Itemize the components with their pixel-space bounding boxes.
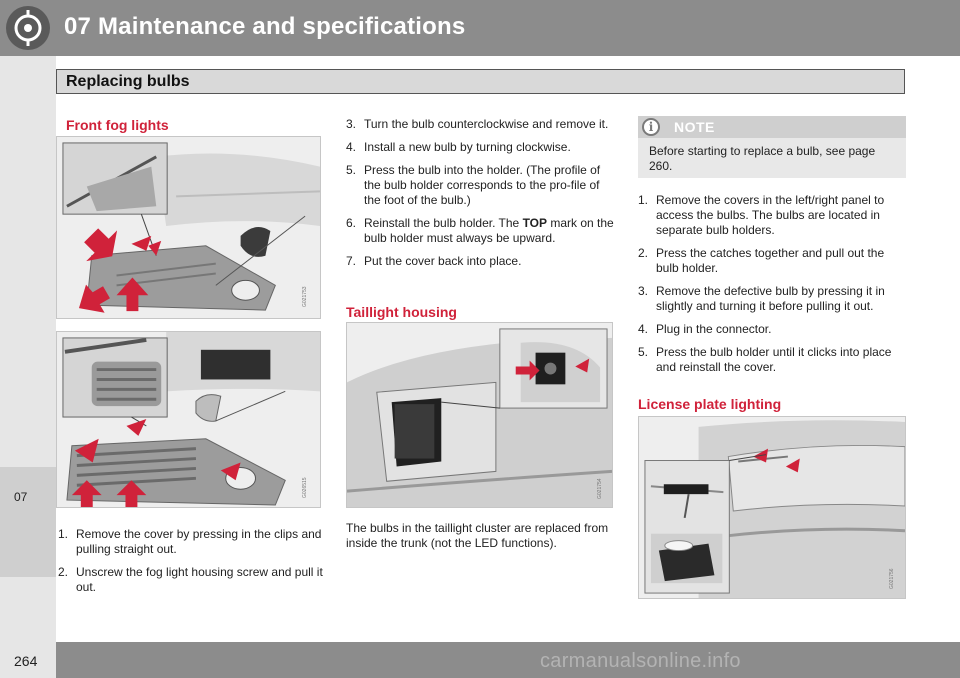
figure-code: G021754 — [597, 478, 603, 499]
chapter-tab — [0, 467, 56, 577]
note-header: i NOTE — [638, 116, 906, 138]
top-mark-label: TOP — [522, 216, 548, 230]
taillight-steps: 1.Remove the covers in the left/right pa… — [638, 193, 908, 383]
note-box: i NOTE Before starting to replace a bulb… — [638, 116, 906, 178]
watermark: carmanualsonline.info — [540, 650, 741, 672]
list-item: 3.Remove the defective bulb by pressing … — [638, 284, 885, 313]
page-number: 264 — [14, 653, 38, 669]
list-item: 4.Plug in the connector. — [638, 322, 772, 336]
list-item: 1.Remove the covers in the left/right pa… — [638, 193, 885, 237]
note-label: NOTE — [674, 119, 715, 135]
section-title: Replacing bulbs — [66, 73, 190, 90]
figure-code: G021756 — [889, 568, 895, 589]
info-icon: i — [642, 118, 660, 136]
footer-page-tab: 264 — [0, 642, 56, 678]
license-plate-figure: G021756 — [638, 416, 906, 599]
chapter-header: 07 Maintenance and specifications — [0, 0, 960, 56]
figure-code: G026515 — [302, 477, 308, 498]
list-item: 2.Unscrew the fog light housing screw an… — [58, 565, 323, 594]
front-fog-steps-part1: 1.Remove the cover by pressing in the cl… — [58, 527, 323, 603]
list-item: 2.Press the catches together and pull ou… — [638, 246, 885, 275]
list-item: 5.Press the bulb holder until it clicks … — [638, 345, 892, 374]
list-item: 4.Install a new bulb by turning clockwis… — [346, 140, 571, 154]
maintenance-icon — [6, 6, 50, 50]
list-item: 3.Turn the bulb counterclockwise and rem… — [346, 117, 609, 131]
fog-light-figure-2: G026515 — [56, 331, 321, 508]
page-footer: 264 — [0, 642, 960, 678]
taillight-figure: G021754 — [346, 322, 613, 508]
list-item: 1.Remove the cover by pressing in the cl… — [58, 527, 322, 556]
note-text: Before starting to replace a bulb, see p… — [649, 144, 876, 173]
fog-light-figure-1: G021753 — [56, 136, 321, 319]
chapter-title: 07 Maintenance and specifications — [64, 13, 466, 40]
front-fog-heading: Front fog lights — [66, 117, 169, 133]
list-item: 7.Put the cover back into place. — [346, 254, 522, 268]
taillight-description: The bulbs in the taillight cluster are r… — [346, 521, 609, 550]
list-item: 5.Press the bulb into the holder. (The p… — [346, 163, 601, 207]
list-item: 6.Reinstall the bulb holder. The TOP mar… — [346, 216, 614, 245]
section-title-bar: Replacing bulbs — [56, 69, 905, 94]
chapter-tab-label: 07 — [14, 490, 28, 504]
figure-code: G021753 — [302, 286, 308, 307]
taillight-heading: Taillight housing — [346, 304, 457, 320]
license-heading: License plate lighting — [638, 396, 782, 412]
front-fog-steps-part2: 3.Turn the bulb counterclockwise and rem… — [346, 117, 616, 277]
